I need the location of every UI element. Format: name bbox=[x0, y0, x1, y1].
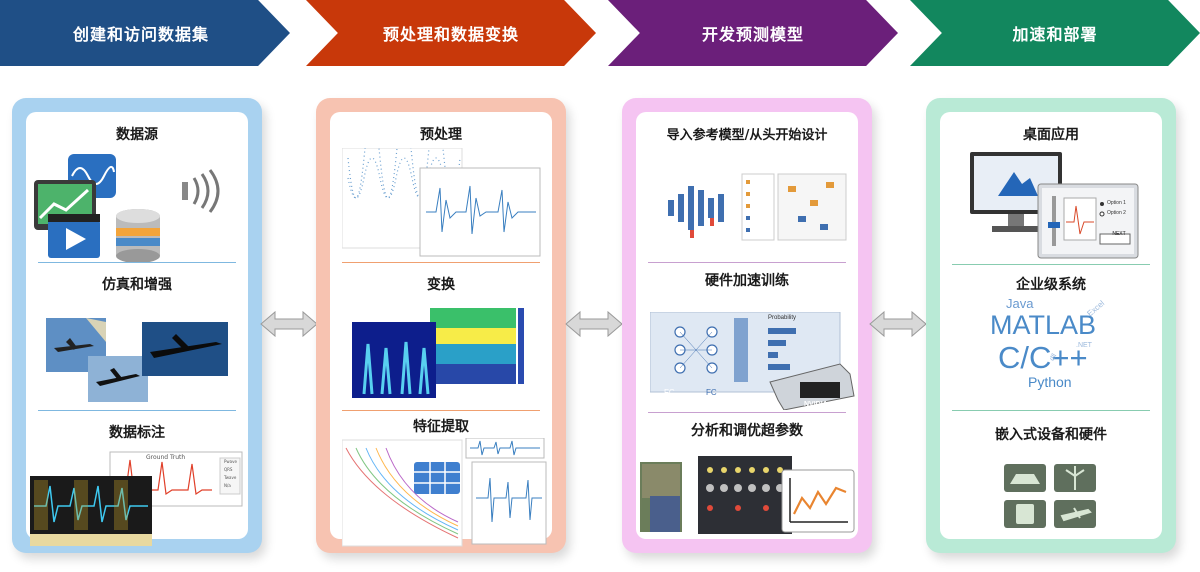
feature-extraction-plots bbox=[342, 438, 547, 547]
double-arrow-icon bbox=[260, 310, 318, 338]
data-sources-icons bbox=[34, 154, 220, 263]
option1-label: Option 1 bbox=[1107, 200, 1126, 206]
desktop-app-illustration bbox=[970, 152, 1139, 259]
section-title: 导入参考模型/从头开始设计 bbox=[666, 128, 828, 143]
legend-item: QRS bbox=[224, 467, 233, 472]
section-title: 硬件加速训练 bbox=[705, 273, 789, 289]
language-java: Java bbox=[1006, 296, 1034, 311]
plot-title: Ground Truth bbox=[146, 454, 186, 461]
gpu-brand: NVIDIA bbox=[804, 401, 828, 408]
section-divider bbox=[648, 412, 846, 413]
step-chevron-deploy: 加速和部署 bbox=[910, 0, 1200, 66]
double-arrow-icon bbox=[869, 310, 927, 338]
stage-deployment: 桌面应用 Option 1 Option 2 NEXT 企业级系统 Java M… bbox=[926, 98, 1176, 553]
section-divider bbox=[38, 410, 236, 411]
airplane-photos bbox=[46, 318, 228, 402]
language-python: Python bbox=[1028, 374, 1072, 390]
gpu-training-illustration bbox=[650, 312, 855, 410]
option2-label: Option 2 bbox=[1107, 210, 1126, 216]
stage-model-development: 导入参考模型/从头开始设计 硬件加速训练 bbox=[622, 98, 872, 553]
section-divider bbox=[38, 262, 236, 263]
stage-datasets: 数据源 仿真和增强 bbox=[12, 98, 262, 553]
step-label: 开发预测模型 bbox=[701, 25, 804, 44]
legend-item: N/a bbox=[224, 483, 231, 488]
step-label: 预处理和数据变换 bbox=[382, 25, 519, 44]
language-cpp: C/C++ bbox=[998, 340, 1088, 375]
spectrogram-plots bbox=[352, 308, 524, 398]
step-chevron-model: 开发预测模型 bbox=[608, 0, 898, 66]
step-chevron-datasets: 创建和访问数据集 bbox=[0, 0, 290, 66]
section-title: 特征提取 bbox=[413, 419, 469, 435]
step-label: 创建和访问数据集 bbox=[72, 25, 209, 44]
step-label: 加速和部署 bbox=[1012, 25, 1098, 44]
fc-label: FC bbox=[706, 388, 717, 397]
step-chevron-preprocess: 预处理和数据变换 bbox=[306, 0, 596, 66]
network-designer bbox=[668, 173, 847, 241]
preprocessing-plots bbox=[342, 148, 541, 257]
section-title: 数据标注 bbox=[109, 425, 165, 441]
next-button-label: NEXT bbox=[1112, 231, 1126, 237]
section-title: 变换 bbox=[427, 277, 455, 293]
section-divider bbox=[952, 410, 1150, 411]
hyperparameter-tuning-illustration bbox=[640, 456, 855, 534]
legend-item: Twave bbox=[224, 475, 237, 480]
section-title: 企业级系统 bbox=[1016, 277, 1086, 293]
section-divider bbox=[648, 262, 846, 263]
fc-label: FC bbox=[664, 388, 675, 397]
language-matlab: MATLAB bbox=[990, 310, 1097, 340]
section-title: 嵌入式设备和硬件 bbox=[995, 427, 1107, 443]
legend-item: Pwave bbox=[224, 459, 237, 464]
embedded-devices-icons bbox=[1004, 464, 1096, 528]
language-net: .NET bbox=[1076, 342, 1092, 349]
chart-label: Probability bbox=[768, 315, 797, 321]
plot-legend: Pwave QRS Twave N/a bbox=[224, 458, 237, 490]
section-title: 分析和调优超参数 bbox=[691, 423, 803, 439]
section-title: 数据源 bbox=[116, 127, 158, 143]
labeled-signal-plot bbox=[30, 451, 243, 546]
section-divider bbox=[342, 262, 540, 263]
section-title: 仿真和增强 bbox=[102, 277, 172, 293]
section-divider bbox=[342, 410, 540, 411]
double-arrow-icon bbox=[565, 310, 623, 338]
section-title: 预处理 bbox=[420, 127, 462, 143]
section-title: 桌面应用 bbox=[1023, 127, 1079, 143]
section-divider bbox=[952, 264, 1150, 265]
stage-preprocessing: 预处理 变换 特征提取 bbox=[316, 98, 566, 553]
